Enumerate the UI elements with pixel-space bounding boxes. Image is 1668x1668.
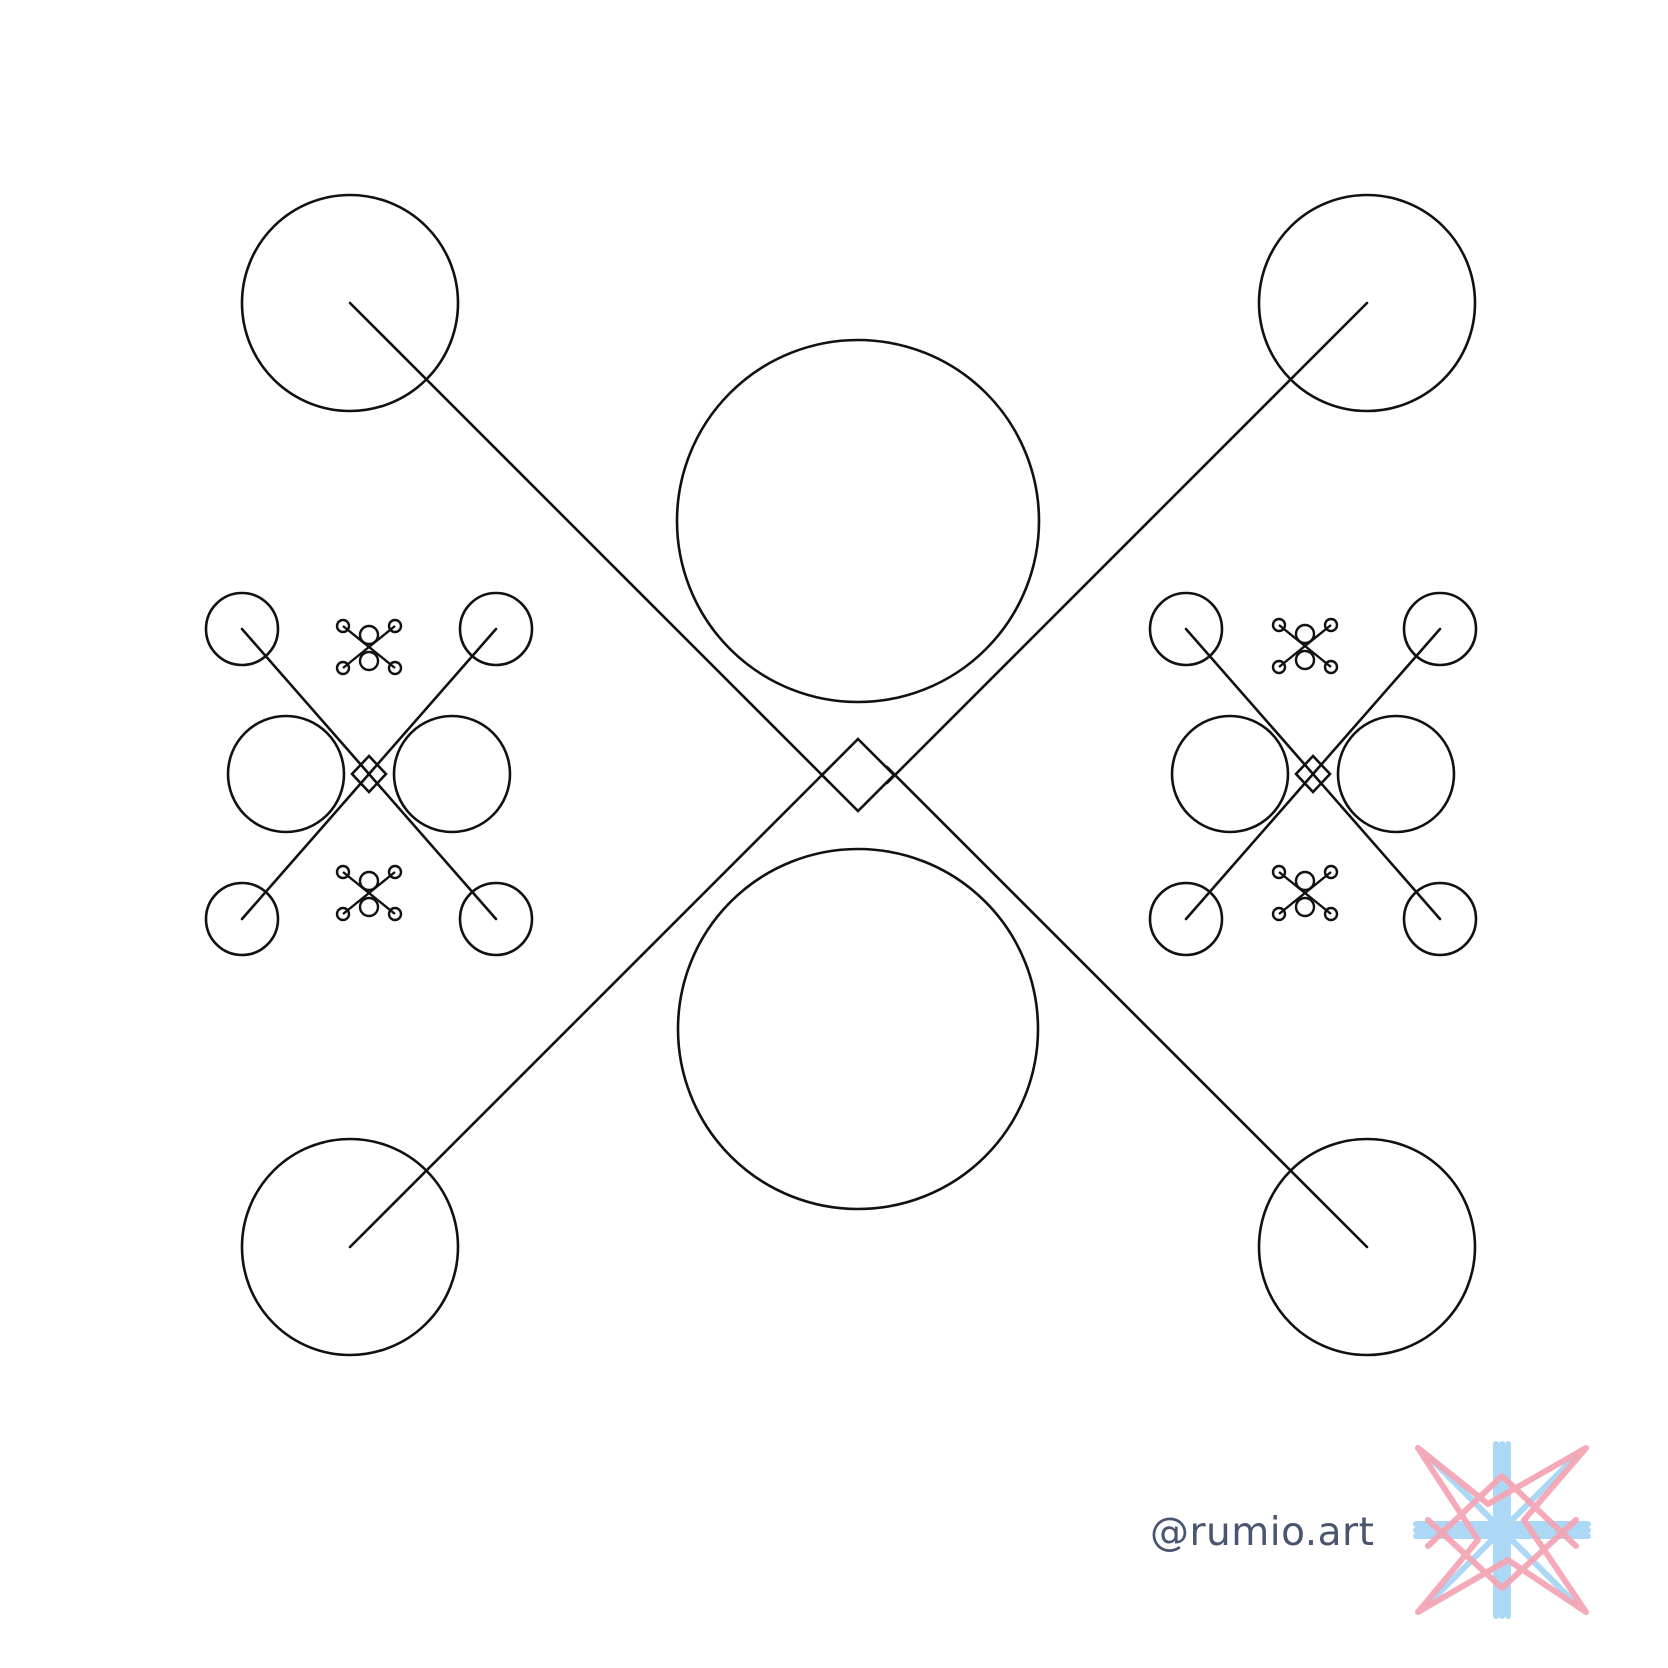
tiny-motif-right-bottom xyxy=(1271,864,1339,922)
corner-circles xyxy=(240,193,1477,1357)
diagonal-line-br xyxy=(885,765,1369,1249)
left-motif-line-b xyxy=(240,627,498,921)
left-motif-circle-tl xyxy=(204,591,280,667)
center-circles xyxy=(675,338,1041,1211)
left-motif-circle-right xyxy=(392,714,512,834)
tiny-motif-left-bottom xyxy=(335,864,403,922)
tiny-motif-left-top xyxy=(335,618,403,676)
left-motif xyxy=(204,591,534,957)
main-cross-lines xyxy=(348,301,1369,1249)
right-motif-circle-right xyxy=(1336,714,1456,834)
tiny-motif-right-top xyxy=(1271,617,1339,675)
corner-circle-tr xyxy=(1257,193,1477,413)
corner-circle-br xyxy=(1257,1137,1477,1357)
diagonal-line-tl xyxy=(348,301,832,785)
left-motif-circle-tr xyxy=(458,591,534,667)
right-motif-line-b xyxy=(1184,627,1442,921)
right-motif xyxy=(1148,591,1478,957)
diagonal-line-tr xyxy=(885,301,1369,785)
center-diamond xyxy=(820,737,896,813)
left-motif-diamond xyxy=(350,754,388,794)
right-motif-diamond xyxy=(1294,754,1332,794)
left-motif-circle-bl xyxy=(204,881,280,957)
star-lattice-logo-icon xyxy=(1413,1441,1591,1619)
center-circle-bottom xyxy=(676,847,1040,1211)
corner-circle-tl xyxy=(240,193,460,413)
left-motif-circle-br xyxy=(458,881,534,957)
right-motif-circle-bl xyxy=(1148,881,1224,957)
corner-circle-bl xyxy=(240,1137,460,1357)
right-motif-circle-tr xyxy=(1402,591,1478,667)
right-motif-circle-left xyxy=(1170,714,1290,834)
watermark-handle: @rumio.art xyxy=(1150,1510,1375,1555)
center-circle-top xyxy=(675,338,1041,704)
right-motif-circle-br xyxy=(1402,881,1478,957)
left-motif-circle-left xyxy=(226,714,346,834)
diagonal-line-bl xyxy=(348,765,832,1249)
right-motif-circle-tl xyxy=(1148,591,1224,667)
